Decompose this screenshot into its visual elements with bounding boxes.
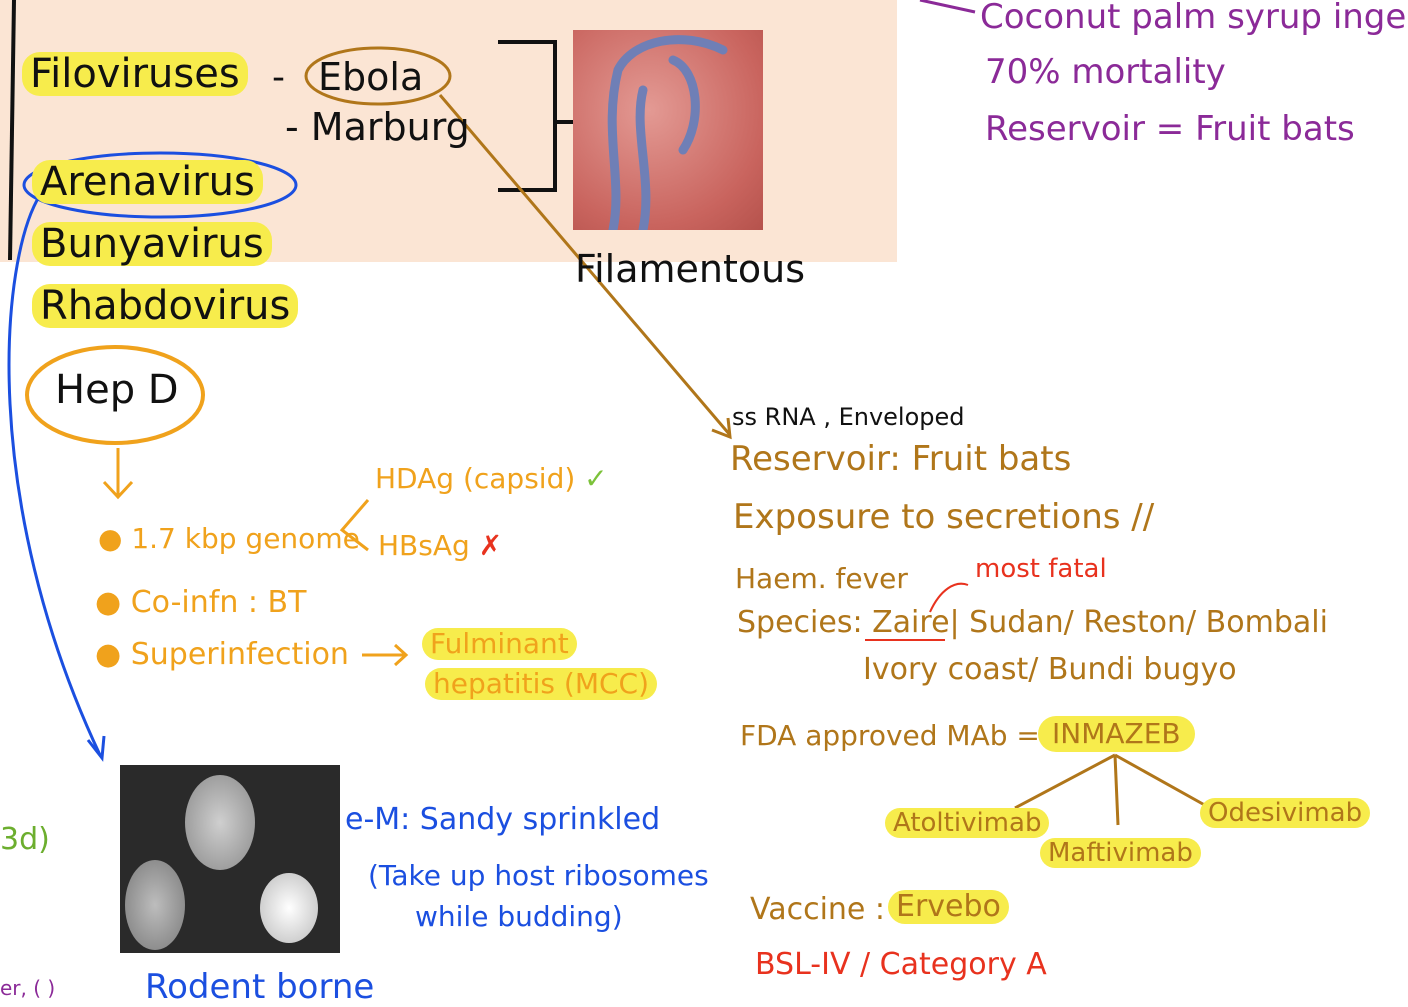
member-marburg: - Marburg [285, 105, 470, 149]
most-fatal-label: most fatal [975, 554, 1107, 584]
species-rest: | Sudan/ Reston/ Bombali [949, 605, 1328, 640]
em-text-2: (Take up host ribosomes [368, 859, 709, 892]
mab-atoltivimab: Atoltivimab [885, 808, 1050, 838]
hbsag-branch: HBsAg ✗ [378, 532, 502, 560]
superinfection-arrow [362, 643, 409, 667]
check-icon: ✓ [584, 462, 608, 495]
marburg-label: Marburg [310, 105, 470, 149]
arenavirus-arrow [7, 194, 106, 762]
member-ebola: Ebola [318, 55, 424, 99]
fulminant-line-1: Fulminant [422, 628, 577, 660]
fulminant-line-2: hepatitis (MCC) [425, 668, 658, 700]
genome-branch [339, 499, 370, 552]
family-rhabdovirus: Rhabdovirus [32, 284, 299, 328]
family-arenavirus: Arenavirus [32, 160, 263, 204]
family-filoviruses: Filoviruses [22, 52, 248, 96]
ebola-haem-fever: Haem. fever [735, 562, 908, 595]
hepd-point-coinfection: ● Co-infn : BT [95, 585, 307, 620]
arenavirus-circle [22, 151, 298, 219]
ebola-header: ss RNA , Enveloped [732, 403, 965, 431]
hepd-circle [25, 345, 205, 445]
species-line-2: Ivory coast/ Bundi bugyo [863, 652, 1237, 687]
species-line: Species: Zaire| Sudan/ Reston/ Bombali [737, 608, 1328, 638]
hepd-title: Hep D [55, 367, 179, 413]
top-right-line-3: Reservoir = Fruit bats [985, 109, 1355, 149]
ebola-arrow [438, 94, 732, 440]
ebola-exposure: Exposure to secretions // [733, 497, 1155, 537]
mab-odesivimab: Odesivimab [1200, 798, 1371, 828]
biosafety-level: BSL-IV / Category A [755, 947, 1047, 982]
species-zaire: Zaire [872, 605, 950, 640]
em-text-3: while budding) [415, 900, 623, 933]
vaccine-ervebo: Ervebo [888, 890, 1009, 924]
ebola-circle [304, 46, 452, 106]
mab-branches [1014, 753, 1211, 826]
most-fatal-arrow [929, 582, 969, 613]
hepd-point-superinfection: ● Superinfection [95, 637, 349, 672]
em-text-1: e-M: Sandy sprinkled [345, 802, 661, 837]
vaccine-label: Vaccine : [750, 892, 886, 927]
filamentous-label: Filamentous [575, 247, 806, 291]
hbsag-text: HBsAg [378, 529, 470, 562]
mab-label: FDA approved MAb = [740, 719, 1040, 752]
dash: - [272, 57, 285, 98]
top-right-arrow [919, 0, 976, 14]
family-bunyavirus: Bunyavirus [32, 222, 272, 266]
cross-icon: ✗ [478, 529, 503, 562]
superinfection-text: Superinfection [130, 637, 349, 672]
mab-maftivimab: Maftivimab [1040, 838, 1201, 868]
left-fragment-green: 3d) [0, 822, 50, 857]
hdag-branch: HDAg (capsid) ✓ [375, 465, 608, 493]
left-fragment-purple: er, ( ) [0, 976, 56, 1000]
hdag-text: HDAg (capsid) [375, 462, 576, 495]
genome-text: 1.7 kbp genome [131, 522, 360, 555]
top-right-line-1: Coconut palm syrup inges [980, 0, 1408, 37]
ebola-micrograph-image [573, 30, 763, 235]
coinfection-text: Co-infn : BT [130, 585, 307, 620]
top-right-line-2: 70% mortality [985, 52, 1226, 92]
hepd-arrow [102, 448, 134, 500]
ebola-reservoir: Reservoir: Fruit bats [730, 439, 1072, 479]
species-label: Species: [737, 605, 863, 640]
hepd-point-genome: ● 1.7 kbp genome [98, 522, 360, 555]
left-bracket-line [8, 0, 16, 261]
rodent-borne-text: Rodent borne [145, 967, 375, 1007]
arenavirus-micrograph-image [120, 765, 340, 953]
inmazeb-label: INMAZEB [1038, 716, 1195, 752]
